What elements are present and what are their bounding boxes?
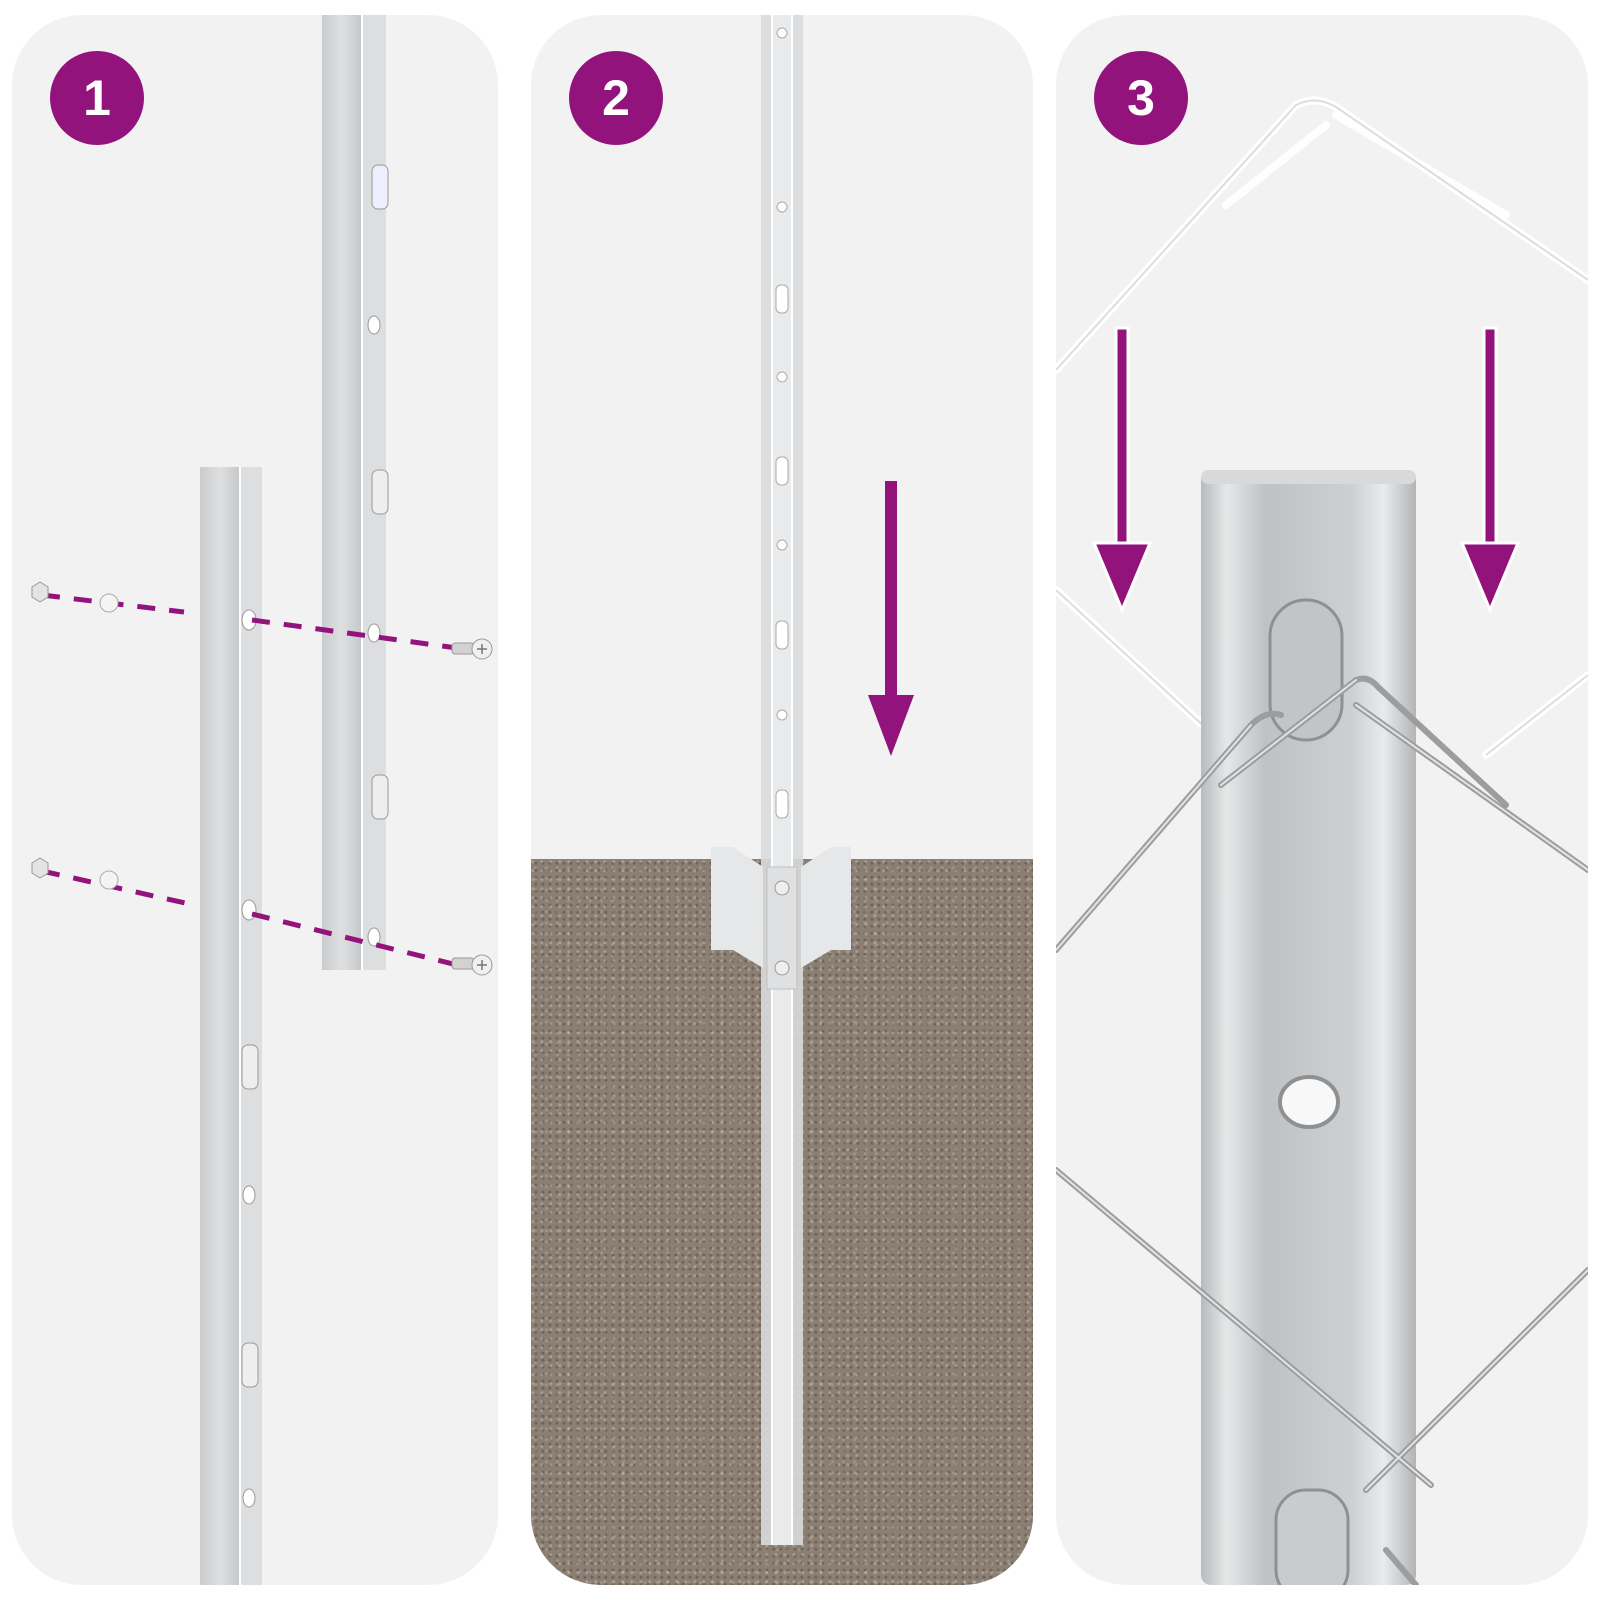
post-icon — [1201, 470, 1416, 1585]
step-2-panel: 2 — [531, 15, 1033, 1585]
post-icon — [761, 15, 803, 1545]
arrow-down-icon — [1091, 326, 1153, 614]
washer-icon — [99, 593, 119, 613]
post-assembly-illustration — [31, 15, 493, 1585]
lower-post-icon — [200, 467, 262, 1585]
hex-nut-icon — [31, 581, 49, 603]
step-1-badge: 1 — [50, 51, 144, 145]
post-driving-illustration — [711, 15, 914, 1545]
ground-anchor-plate-icon — [711, 847, 851, 990]
phillips-screw-icon — [451, 638, 493, 660]
washer-icon — [99, 870, 119, 890]
step-3-panel: 3 — [1056, 15, 1588, 1585]
phillips-screw-icon — [451, 954, 493, 976]
step-2-badge: 2 — [569, 51, 663, 145]
arrow-down-icon — [1459, 326, 1521, 614]
step-3-badge: 3 — [1094, 51, 1188, 145]
upper-post-icon — [322, 15, 389, 970]
step-1-panel: 1 — [12, 15, 498, 1585]
mesh-attachment-illustration — [1056, 96, 1588, 1585]
arrow-down-icon — [868, 481, 914, 756]
hex-nut-icon — [31, 857, 49, 879]
